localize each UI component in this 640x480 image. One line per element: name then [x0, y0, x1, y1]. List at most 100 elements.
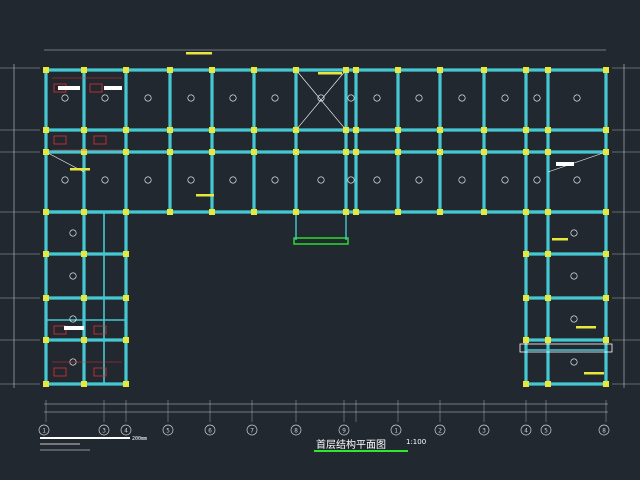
slab-marker	[187, 176, 195, 184]
column	[343, 127, 349, 133]
column	[81, 295, 87, 301]
column	[545, 149, 551, 155]
column	[81, 209, 87, 215]
slab-marker	[347, 176, 355, 184]
slab-markers	[61, 94, 581, 366]
slab-marker	[187, 94, 195, 102]
column	[395, 67, 401, 73]
column	[545, 251, 551, 257]
axis-bubble	[520, 424, 532, 436]
column	[545, 381, 551, 387]
column	[43, 295, 49, 301]
slab-marker	[573, 176, 581, 184]
column	[603, 295, 609, 301]
axis-bubble-label: 3	[482, 428, 486, 435]
red-annotation	[89, 83, 103, 93]
column	[603, 127, 609, 133]
column	[353, 149, 359, 155]
axis-bubble	[204, 424, 216, 436]
column	[437, 127, 443, 133]
column	[167, 67, 173, 73]
balcony-outline	[519, 343, 613, 353]
column	[343, 149, 349, 155]
slab-marker	[415, 176, 423, 184]
axis-bubble	[98, 424, 110, 436]
red-annotations	[52, 52, 604, 377]
label-block	[64, 326, 84, 330]
column	[437, 209, 443, 215]
column	[523, 251, 529, 257]
slab-marker	[271, 176, 279, 184]
beam-annotation	[318, 72, 342, 75]
red-annotation	[93, 325, 107, 335]
slab-marker	[570, 315, 578, 323]
slab-marker	[573, 94, 581, 102]
column	[437, 67, 443, 73]
column	[43, 381, 49, 387]
column	[43, 127, 49, 133]
slab-marker	[61, 176, 69, 184]
slab-marker	[61, 94, 69, 102]
column	[123, 209, 129, 215]
column	[603, 209, 609, 215]
slab-marker	[373, 176, 381, 184]
axis-bubble	[478, 424, 490, 436]
axis-bubble-label: 4	[124, 428, 128, 435]
column	[481, 127, 487, 133]
axis-bubble-label: 8	[602, 428, 606, 435]
axis-bubble	[290, 424, 302, 436]
column	[437, 149, 443, 155]
column	[123, 149, 129, 155]
red-annotation	[53, 367, 67, 377]
slab-marker	[317, 94, 325, 102]
columns	[43, 67, 609, 387]
column	[81, 149, 87, 155]
column	[123, 67, 129, 73]
column	[545, 209, 551, 215]
beam-grid	[44, 68, 613, 386]
dimension-lines	[0, 49, 640, 422]
legend: 200mm	[40, 436, 147, 451]
column	[353, 127, 359, 133]
column	[123, 127, 129, 133]
axis-bubble-label: 4	[524, 428, 528, 435]
label-block	[556, 162, 574, 166]
column	[293, 209, 299, 215]
column	[251, 149, 257, 155]
stair-cross	[295, 69, 347, 131]
axis-bubble-label: 1	[42, 428, 46, 435]
column	[293, 127, 299, 133]
column	[43, 67, 49, 73]
column	[81, 251, 87, 257]
slab-marker	[144, 176, 152, 184]
column	[545, 67, 551, 73]
axis-bubble-label: 5	[166, 428, 170, 435]
column	[343, 209, 349, 215]
red-annotation	[53, 135, 67, 145]
column	[43, 251, 49, 257]
slab-marker	[69, 272, 77, 280]
column	[545, 127, 551, 133]
slab-marker	[229, 94, 237, 102]
column	[603, 251, 609, 257]
column	[523, 67, 529, 73]
column	[395, 209, 401, 215]
column	[293, 67, 299, 73]
column	[603, 149, 609, 155]
column	[43, 337, 49, 343]
slab-marker	[533, 176, 541, 184]
stair-line	[547, 151, 607, 173]
column	[167, 209, 173, 215]
red-annotation	[93, 135, 107, 145]
column	[81, 381, 87, 387]
axis-bubble-label: 3	[102, 428, 106, 435]
beam-annotation	[70, 168, 90, 171]
axis-bubble	[246, 424, 258, 436]
column	[167, 149, 173, 155]
slab-marker	[458, 94, 466, 102]
axis-bubble	[162, 424, 174, 436]
column	[523, 209, 529, 215]
column	[123, 295, 129, 301]
slab-marker	[144, 94, 152, 102]
